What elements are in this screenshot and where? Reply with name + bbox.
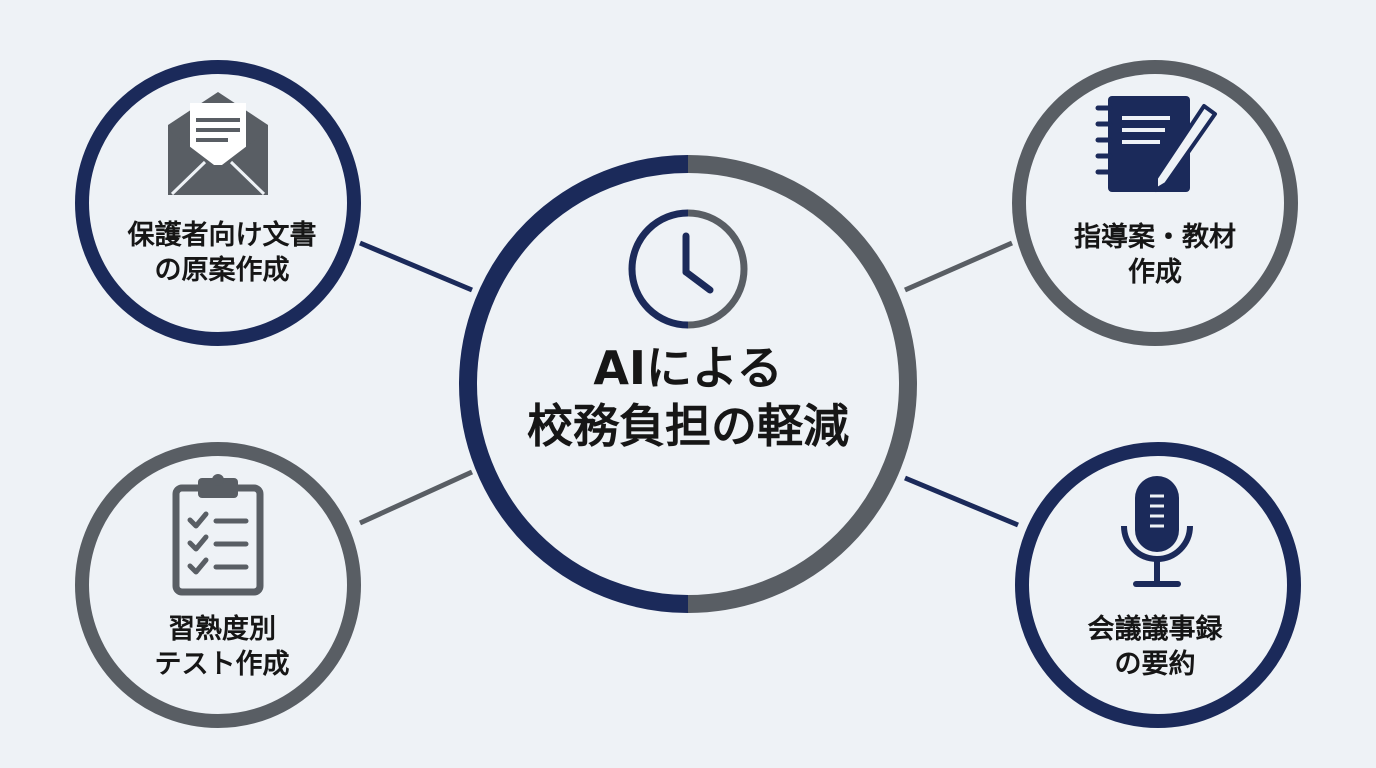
center-ring-left	[459, 155, 689, 613]
node-label-line2: の要約	[1114, 649, 1196, 681]
node-meeting-minutes	[1015, 442, 1301, 728]
node-ring-tr	[1012, 60, 1298, 346]
center-ring-right	[687, 155, 917, 613]
node-ring-bl	[75, 442, 361, 728]
center-hub	[459, 155, 917, 613]
center-title-line1: AIによる	[593, 341, 783, 395]
node-label-line1: 指導案・教材	[1074, 222, 1236, 253]
node-tests	[75, 442, 361, 728]
node-label-lesson-plans: 指導案・教材 作成	[1035, 220, 1275, 290]
node-label-line2: 作成	[1128, 257, 1182, 289]
connector-line-tr	[903, 240, 1014, 293]
notebook-pen-icon	[1095, 96, 1217, 192]
connector-line-tl	[359, 240, 473, 293]
node-label-line1: 保護者向け文書	[127, 220, 317, 251]
node-parent-documents	[75, 60, 361, 346]
node-label-meeting-minutes: 会議議事録 の要約	[1035, 612, 1275, 682]
center-title: AIによる 校務負担の軽減	[438, 340, 938, 455]
microphone-icon	[1121, 476, 1193, 587]
clipboard-checklist-icon	[172, 474, 264, 596]
node-label-line1: 会議議事録	[1087, 614, 1223, 645]
node-label-tests: 習熟度別 テスト作成	[102, 612, 342, 682]
node-lesson-plans	[1012, 60, 1298, 346]
node-label-line1: 習熟度別	[168, 614, 276, 645]
clock-icon	[628, 209, 748, 329]
node-label-line2: テスト作成	[154, 649, 290, 681]
node-label-line2: の原案作成	[154, 255, 290, 287]
node-ring-tl	[75, 60, 361, 346]
connector-line-bl	[358, 469, 474, 526]
center-title-line2: 校務負担の軽減	[527, 398, 849, 453]
connector-line-br	[904, 475, 1019, 528]
node-label-parent-documents: 保護者向け文書 の原案作成	[102, 218, 342, 288]
envelope-letter-icon	[168, 92, 268, 196]
